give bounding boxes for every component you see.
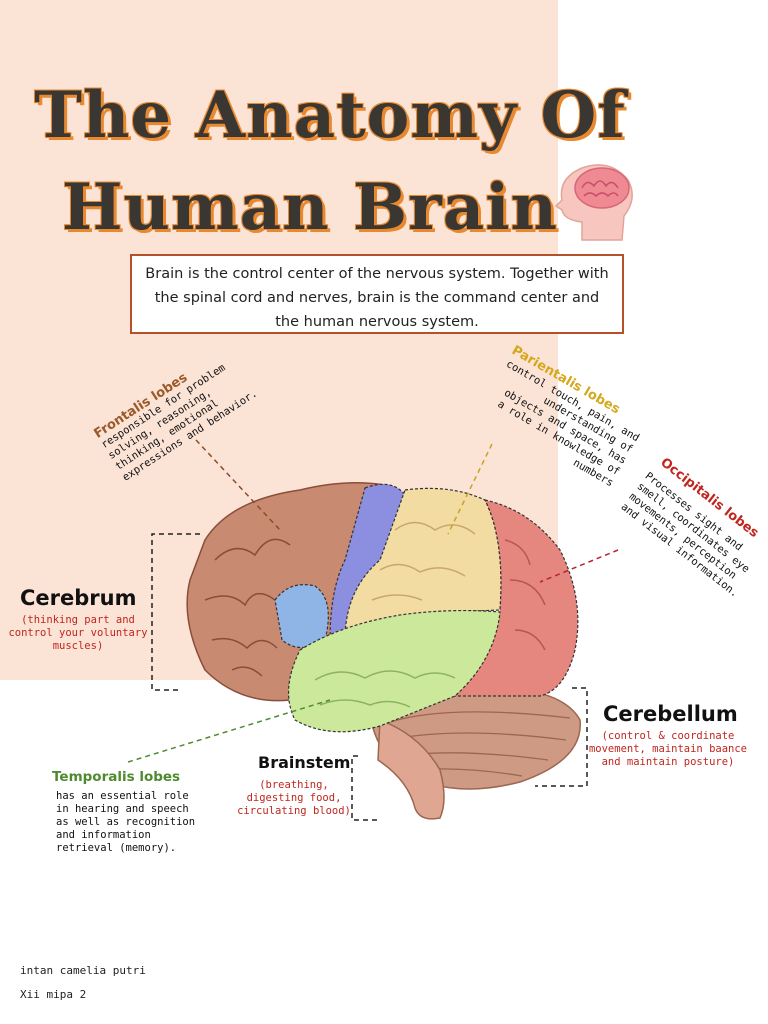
brainstem-shape	[377, 718, 445, 820]
parientalis-pointer	[447, 443, 493, 535]
brainstem-bracket	[351, 755, 378, 821]
brainstem-heading: Brainstem	[258, 753, 351, 772]
page-title-line1: The Anatomy Of	[34, 78, 626, 153]
cerebellum-bracket	[535, 687, 588, 787]
head-brain-icon	[554, 164, 633, 241]
author-class: Xii mipa 2	[20, 988, 87, 1001]
cerebrum-bracket	[151, 533, 200, 691]
author-name: intan camelia putri	[20, 964, 146, 977]
blue-area-shape	[274, 584, 329, 649]
frontalis-pointer	[195, 439, 281, 531]
cerebrum-heading: Cerebrum	[20, 586, 137, 610]
page-title-line2: Human Brain	[61, 170, 559, 245]
occipital-lobe-shape	[453, 499, 579, 697]
intro-text-box: Brain is the control center of the nervo…	[130, 254, 624, 334]
cerebellum-note: (control & coordinate movement, maintain…	[588, 730, 748, 768]
brainstem-note: (breathing, digesting food, circulating …	[237, 779, 351, 817]
cerebellum-heading: Cerebellum	[603, 702, 738, 726]
temporalis-note: has an essential role in hearing and spe…	[56, 790, 196, 854]
temporalis-heading: Temporalis lobes	[52, 769, 181, 785]
cerebrum-note: (thinking part and control your voluntar…	[8, 614, 148, 652]
